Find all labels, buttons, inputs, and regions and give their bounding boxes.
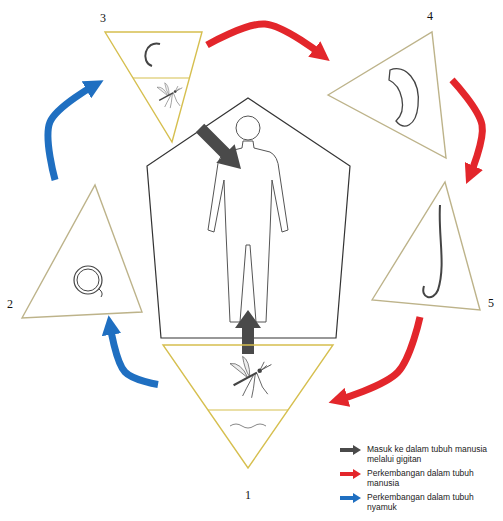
stage-triangle: 4 bbox=[322, 6, 452, 164]
triangle-divider bbox=[208, 409, 288, 410]
microfilaria-icon bbox=[230, 424, 266, 428]
triangle-outline bbox=[328, 32, 446, 158]
triangle-outline bbox=[366, 175, 500, 317]
legend-text: Perkembangan dalam tubuh manusia bbox=[367, 468, 498, 488]
triangle-outline bbox=[105, 32, 202, 142]
legend-text: Perkembangan dalam tubuh nyamuk bbox=[367, 492, 498, 512]
legend-text: Masuk ke dalam tubuh manusia melalui gig… bbox=[367, 444, 498, 464]
callout-number: 5 bbox=[488, 297, 494, 310]
triangle-outline bbox=[95, 8, 207, 148]
mosquito-icon bbox=[157, 83, 182, 108]
callout-number: 2 bbox=[7, 298, 13, 311]
cycle-arrow bbox=[207, 24, 322, 55]
stage-triangle: 2 bbox=[2, 180, 147, 325]
adult-worm-icon bbox=[423, 205, 441, 297]
triangle-outline bbox=[22, 185, 142, 318]
legend-swatch bbox=[340, 493, 362, 503]
callout-number: 1 bbox=[245, 489, 251, 502]
legend-swatch bbox=[340, 445, 362, 455]
cycle-arrow bbox=[48, 85, 95, 180]
cycle-arrow bbox=[338, 317, 420, 400]
cycle-arrow bbox=[110, 325, 158, 385]
legend-swatch bbox=[340, 469, 362, 479]
stage-triangle: 3 bbox=[95, 8, 207, 148]
stage-triangle: 1 bbox=[158, 340, 338, 505]
triangle-divider bbox=[133, 77, 189, 78]
callout-number: 3 bbox=[100, 12, 106, 25]
human-pentagon bbox=[147, 98, 350, 338]
stage-triangle: 5 bbox=[366, 175, 500, 317]
callout-number: 4 bbox=[427, 10, 433, 23]
larva-icon bbox=[389, 69, 418, 126]
mosquito-icon bbox=[230, 356, 271, 397]
legend-item: Perkembangan dalam tubuh nyamuk bbox=[340, 492, 498, 512]
bite-arrow bbox=[191, 119, 250, 178]
triangle-outline bbox=[2, 180, 147, 325]
bite-arrow bbox=[235, 310, 261, 354]
legend: Masuk ke dalam tubuh manusia melalui gig… bbox=[340, 444, 498, 516]
triangle-outline bbox=[322, 6, 452, 164]
microfilaria-icon bbox=[74, 266, 102, 297]
larva-icon bbox=[145, 44, 160, 66]
legend-item: Masuk ke dalam tubuh manusia melalui gig… bbox=[340, 444, 498, 464]
triangle-outline bbox=[163, 345, 333, 468]
triangle-outline bbox=[372, 182, 480, 310]
triangle-outline bbox=[158, 340, 338, 505]
cycle-arrow bbox=[452, 80, 482, 175]
legend-item: Perkembangan dalam tubuh manusia bbox=[340, 468, 498, 488]
